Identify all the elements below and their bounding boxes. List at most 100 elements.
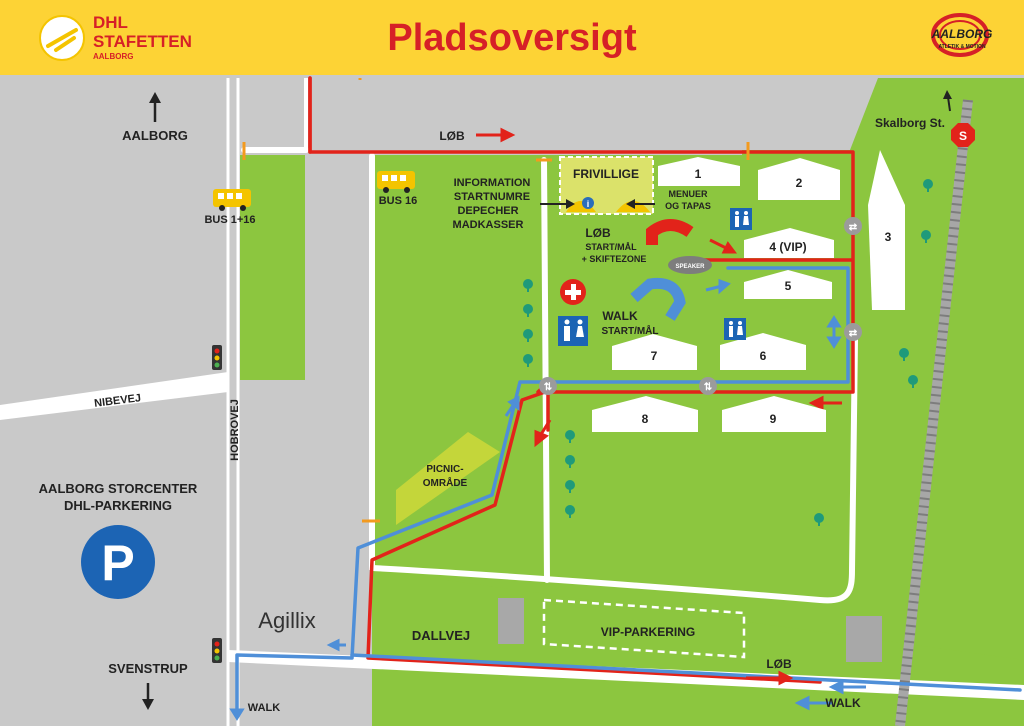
dallvej-label: DALLVEJ bbox=[412, 628, 470, 643]
tent-label-6: 6 bbox=[760, 349, 767, 363]
svg-text:i: i bbox=[587, 199, 590, 209]
svenstrup-label: SVENSTRUP bbox=[108, 661, 188, 676]
swap-icons: ⇄ ⇄ ⇅ ⇅ bbox=[539, 217, 862, 395]
tent-label-7: 7 bbox=[651, 349, 658, 363]
walk-route-label-left: WALK bbox=[248, 702, 280, 714]
picnic-label-2: OMRÅDE bbox=[423, 476, 468, 489]
frivillige-label: FRIVILLIGE bbox=[573, 167, 639, 181]
agillix-brand: Agillix bbox=[258, 608, 315, 633]
north-arrow-icon bbox=[149, 92, 161, 122]
speaker-label: SPEAKER bbox=[675, 264, 705, 270]
info-line-2: STARTNUMRE bbox=[454, 191, 530, 203]
run-start-label-3: + SKIFTEZONE bbox=[582, 254, 647, 264]
svg-text:⇄: ⇄ bbox=[849, 222, 858, 233]
tree-icon bbox=[523, 279, 533, 292]
tents bbox=[592, 150, 905, 432]
tent-8 bbox=[592, 396, 698, 432]
walk-route bbox=[235, 266, 850, 717]
dhl-logo: DHL STAFETTEN AALBORG bbox=[39, 13, 192, 61]
vip-parking-label: VIP-PARKERING bbox=[601, 625, 695, 639]
frivillige-area: FRIVILLIGE i bbox=[559, 156, 654, 215]
tent-7 bbox=[612, 334, 697, 370]
logo-left-line3: AALBORG bbox=[93, 52, 133, 61]
traffic-light-icon bbox=[212, 345, 222, 370]
toilet-icon bbox=[724, 318, 746, 340]
tent-label-9: 9 bbox=[770, 412, 777, 426]
info-line-4: MADKASSER bbox=[453, 219, 524, 231]
tree-icon bbox=[523, 329, 533, 342]
aalborg-atletik-logo: AALBORG ATLETIK & MOTION bbox=[931, 13, 993, 57]
run-start-label-2: START/MÅL bbox=[585, 242, 637, 252]
tent-label-1: 1 bbox=[695, 167, 702, 181]
tree-icon bbox=[908, 375, 918, 388]
picnic-area bbox=[396, 432, 500, 525]
nibevej-label: NIBEVEJ bbox=[94, 392, 142, 410]
station-s-icon: S bbox=[951, 123, 975, 147]
tent-2 bbox=[758, 158, 840, 200]
tree-icon bbox=[565, 505, 575, 518]
tent-labels: 1 2 3 4 (VIP) 5 6 7 8 9 bbox=[642, 167, 892, 426]
tree-icon bbox=[921, 230, 931, 243]
parking-block-left bbox=[498, 598, 524, 644]
walk-route-label-right: WALK bbox=[825, 696, 861, 710]
storcenter-label-2: DHL-PARKERING bbox=[64, 498, 172, 513]
info-block: INFORMATION STARTNUMRE DEPECHER MADKASSE… bbox=[453, 177, 531, 231]
header-bar bbox=[0, 0, 1024, 75]
logo-left-line1: DHL bbox=[93, 13, 128, 32]
tree-icon bbox=[565, 455, 575, 468]
menuer-pointer-arrow bbox=[626, 199, 655, 209]
svg-text:S: S bbox=[959, 129, 967, 143]
railway bbox=[895, 99, 973, 726]
parking-icon: P bbox=[81, 525, 155, 599]
tent-label-2: 2 bbox=[796, 176, 803, 190]
aalborg-label: AALBORG bbox=[122, 128, 188, 143]
hobrovej-label: HOBROVEJ bbox=[229, 399, 241, 461]
logo-right-line1: AALBORG bbox=[931, 27, 993, 41]
walk-start-label-2: START/MÅL bbox=[601, 324, 658, 337]
menuer-label-2: OG TAPAS bbox=[665, 201, 711, 211]
storcenter-label-1: AALBORG STORCENTER bbox=[39, 481, 198, 496]
first-aid-icon bbox=[560, 279, 586, 305]
toilet-icon bbox=[730, 208, 752, 230]
tent-label-8: 8 bbox=[642, 412, 649, 426]
walk-start-arch bbox=[630, 277, 686, 321]
tent-label-5: 5 bbox=[785, 279, 792, 293]
tent-5 bbox=[744, 270, 832, 299]
traffic-light-icon bbox=[212, 638, 222, 663]
tent-4 bbox=[744, 228, 834, 258]
vip-parking-area: VIP-PARKERING bbox=[542, 598, 746, 659]
menuer-label-1: MENUER bbox=[668, 189, 708, 199]
info-pointer-arrow bbox=[540, 199, 575, 209]
tent-1 bbox=[658, 157, 740, 186]
tent-label-3: 3 bbox=[885, 230, 892, 244]
tent-6 bbox=[720, 333, 806, 370]
svg-text:⇅: ⇅ bbox=[544, 382, 553, 393]
swap-icon: ⇅ bbox=[539, 377, 557, 395]
tree-icon bbox=[523, 354, 533, 367]
route-markers bbox=[242, 78, 750, 523]
tent-3 bbox=[868, 150, 905, 310]
run-start-arch bbox=[646, 219, 694, 245]
info-icon bbox=[582, 197, 594, 209]
trees bbox=[523, 179, 933, 526]
parking-block-right bbox=[846, 616, 882, 662]
info-line-3: DEPECHER bbox=[457, 205, 518, 217]
bus-left-label: BUS 1+16 bbox=[204, 214, 255, 226]
route-arrows bbox=[229, 127, 866, 721]
tent-label-4: 4 (VIP) bbox=[769, 240, 806, 254]
logo-right-line2: ATLETIK & MOTION bbox=[938, 44, 986, 50]
bus-middle-label: BUS 16 bbox=[379, 195, 418, 207]
swap-icon: ⇄ bbox=[844, 323, 862, 341]
svg-text:⇅: ⇅ bbox=[704, 382, 713, 393]
swap-icon: ⇅ bbox=[699, 377, 717, 395]
picnic-label-1: PICNIC- bbox=[426, 464, 463, 475]
info-line-1: INFORMATION bbox=[454, 177, 531, 189]
tree-icon bbox=[814, 513, 824, 526]
bus-icon bbox=[213, 189, 251, 211]
run-start-label-1: LØB bbox=[585, 226, 611, 240]
tree-icon bbox=[523, 304, 533, 317]
svg-text:⇄: ⇄ bbox=[849, 328, 858, 339]
tree-icon bbox=[899, 348, 909, 361]
